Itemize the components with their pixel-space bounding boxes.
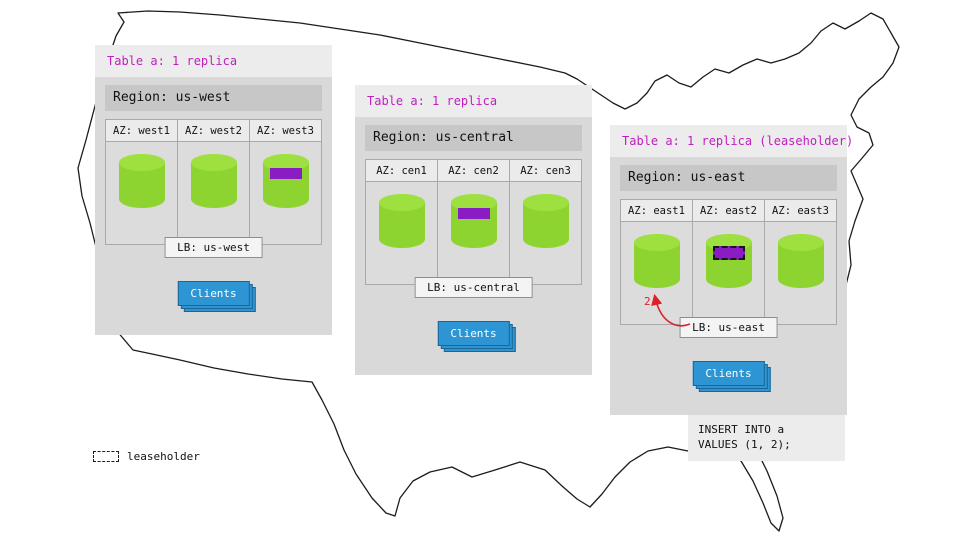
az-column: AZ: cen2 — [438, 159, 510, 285]
az-column: AZ: east3 — [765, 199, 837, 325]
az-table: AZ: west1 AZ: west2 AZ: west3 — [105, 119, 322, 245]
load-balancer: LB: us-east — [679, 317, 778, 338]
sql-line: INSERT INTO a — [698, 423, 785, 436]
load-balancer: LB: us-west — [164, 237, 263, 258]
panel-title: Table a: 1 replica (leaseholder) — [610, 125, 853, 157]
az-column: AZ: west2 — [178, 119, 250, 245]
region-label: Region: us-west — [105, 85, 322, 111]
database-node — [378, 194, 425, 254]
az-column: AZ: cen3 — [510, 159, 582, 285]
leaseholder-block — [712, 246, 745, 260]
az-column: AZ: east1 — [620, 199, 693, 325]
database-node — [190, 154, 237, 214]
legend-label: leaseholder — [127, 450, 200, 463]
az-label: AZ: west3 — [250, 120, 321, 142]
az-cell — [178, 154, 249, 244]
sql-statement: INSERT INTO a VALUES (1, 2); — [688, 415, 845, 461]
az-label: AZ: cen3 — [510, 160, 581, 182]
database-node — [633, 234, 680, 294]
az-column: AZ: cen1 — [365, 159, 438, 285]
az-column: AZ: east2 — [693, 199, 765, 325]
region-panel-us-central: Table a: 1 replica Region: us-central AZ… — [355, 85, 592, 375]
az-cell — [250, 154, 321, 244]
clients-node: Clients — [692, 361, 765, 386]
database-node — [522, 194, 569, 254]
az-label: AZ: east1 — [621, 200, 692, 222]
az-cell — [106, 154, 177, 244]
az-cell — [366, 194, 437, 284]
az-label: AZ: west1 — [106, 120, 177, 142]
az-table: AZ: east1 AZ: east2 AZ: east3 — [620, 199, 837, 325]
region-label: Region: us-central — [365, 125, 582, 151]
panel-title: Table a: 1 replica — [355, 85, 592, 117]
az-label: AZ: cen2 — [438, 160, 509, 182]
az-column: AZ: west3 — [250, 119, 322, 245]
region-panel-us-east: Table a: 1 replica (leaseholder) Region:… — [610, 125, 853, 415]
az-cell — [510, 194, 581, 284]
az-cell — [693, 234, 764, 324]
region-panel-us-west: Table a: 1 replica Region: us-west AZ: w… — [95, 45, 332, 335]
legend: leaseholder — [93, 450, 200, 463]
az-label: AZ: cen1 — [366, 160, 437, 182]
database-node — [262, 154, 309, 214]
load-balancer: LB: us-central — [414, 277, 533, 298]
az-cell — [765, 234, 836, 324]
database-node — [705, 234, 752, 294]
database-node — [777, 234, 824, 294]
panel-title: Table a: 1 replica — [95, 45, 332, 77]
az-label: AZ: east3 — [765, 200, 836, 222]
step-2-label: 2 — [644, 295, 651, 308]
az-cell — [438, 194, 509, 284]
az-table: AZ: cen1 AZ: cen2 AZ: cen3 — [365, 159, 582, 285]
leaseholder-swatch-icon — [93, 451, 119, 462]
database-node — [450, 194, 497, 254]
region-label: Region: us-east — [620, 165, 837, 191]
clients-node: Clients — [177, 281, 250, 306]
replica-block — [457, 208, 490, 219]
az-label: AZ: east2 — [693, 200, 764, 222]
clients-node: Clients — [437, 321, 510, 346]
database-node — [118, 154, 165, 214]
az-cell — [621, 234, 692, 324]
replica-block — [269, 168, 302, 179]
az-column: AZ: west1 — [105, 119, 178, 245]
az-label: AZ: west2 — [178, 120, 249, 142]
sql-line: VALUES (1, 2); — [698, 438, 791, 451]
